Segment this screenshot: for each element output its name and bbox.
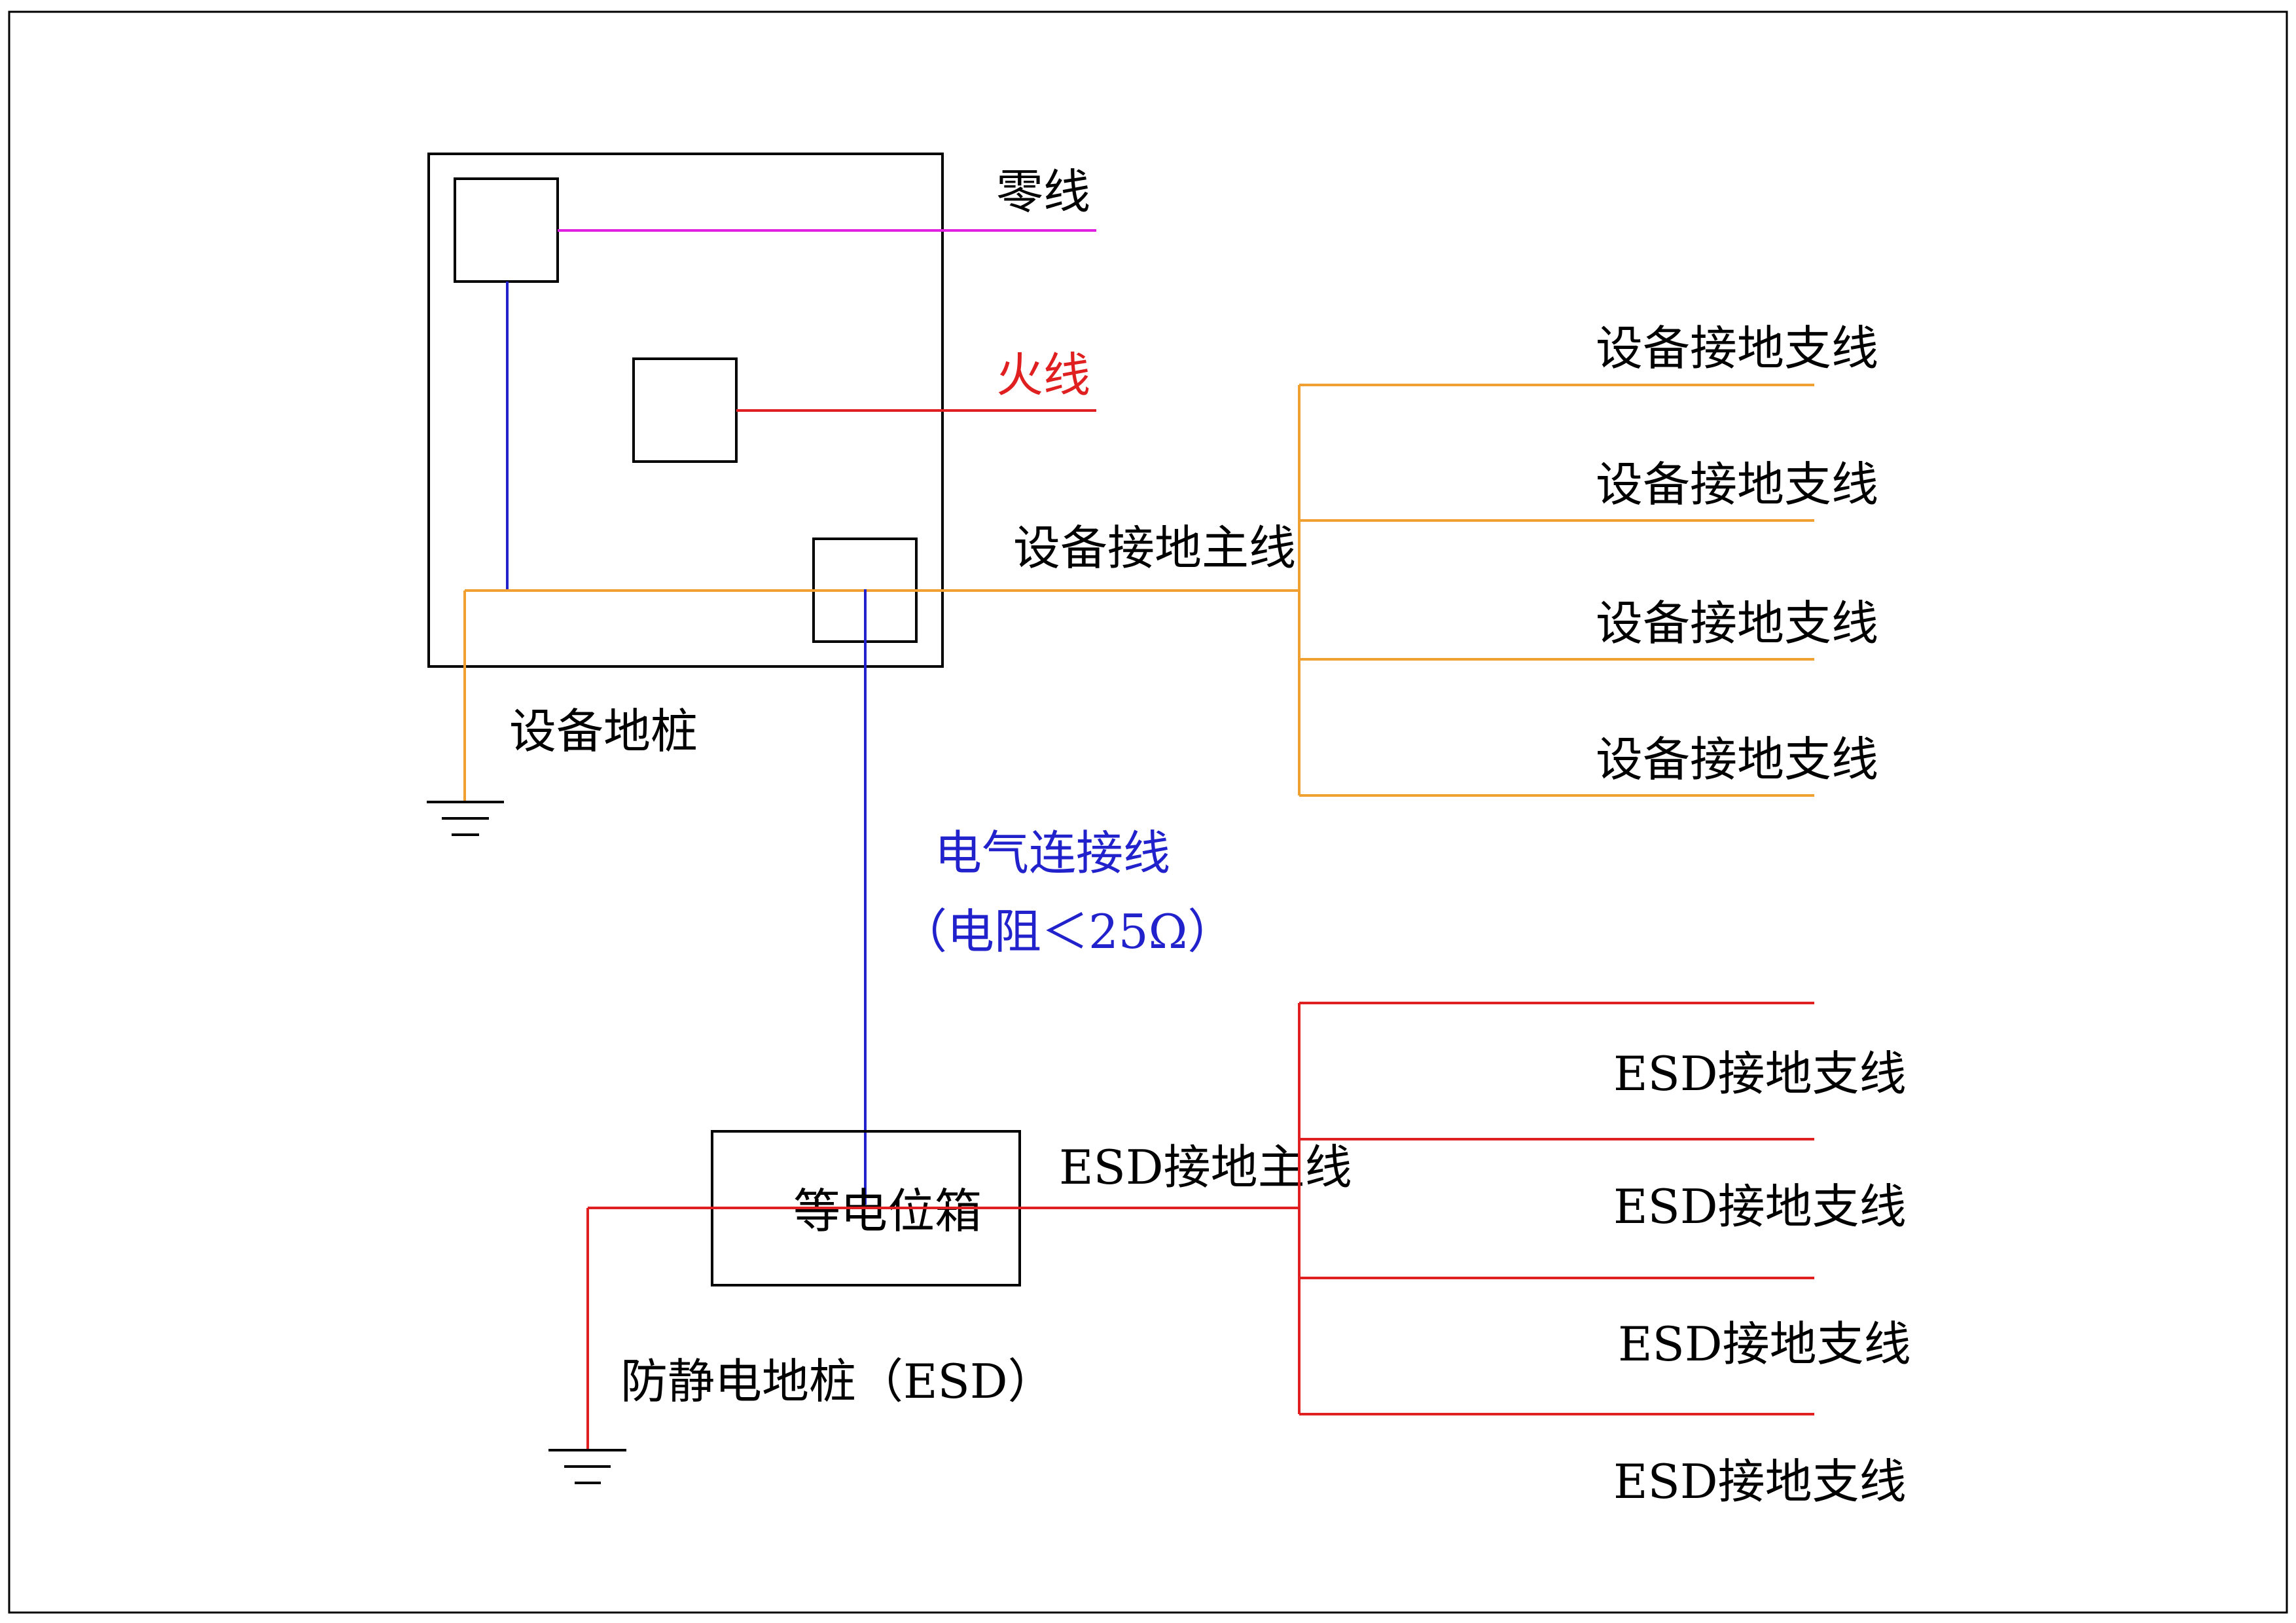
- esd-ground-symbol: [548, 1449, 626, 1484]
- equipment-branch-label: 设备接地支线: [1596, 321, 1878, 376]
- drawing-frame: [8, 10, 2288, 1614]
- esd-ground-main-label: ESD接地主线: [1059, 1140, 1352, 1195]
- resistance-note: （电阻＜25Ω）: [900, 904, 1234, 959]
- esd-branch-label: ESD接地支线: [1613, 1179, 1907, 1234]
- neutral-terminal: [454, 177, 559, 283]
- equipment-branch-label: 设备接地支线: [1596, 732, 1878, 787]
- equipment-ground-symbol: [427, 801, 504, 836]
- esd-branch-label: ESD接地支线: [1613, 1454, 1907, 1509]
- esd-branch-label: ESD接地支线: [1613, 1046, 1907, 1101]
- equipment-ground-main-label: 设备接地主线: [1013, 520, 1296, 575]
- esd-branch-label: ESD接地支线: [1618, 1317, 1911, 1372]
- live-terminal: [632, 357, 738, 463]
- equipment-branch-label: 设备接地支线: [1596, 596, 1878, 651]
- live-line-label: 火线: [996, 348, 1090, 403]
- equipotential-box-label: 等电位箱: [793, 1184, 982, 1239]
- esd-ground-pile-label: 防静电地桩（ESD）: [620, 1354, 1055, 1409]
- electrical-connection-label: 电气连接线: [935, 826, 1170, 881]
- neutral-line-label: 零线: [996, 164, 1090, 219]
- equipment-branch-label: 设备接地支线: [1596, 457, 1878, 512]
- equipment-ground-pile-label: 设备地桩: [509, 704, 698, 759]
